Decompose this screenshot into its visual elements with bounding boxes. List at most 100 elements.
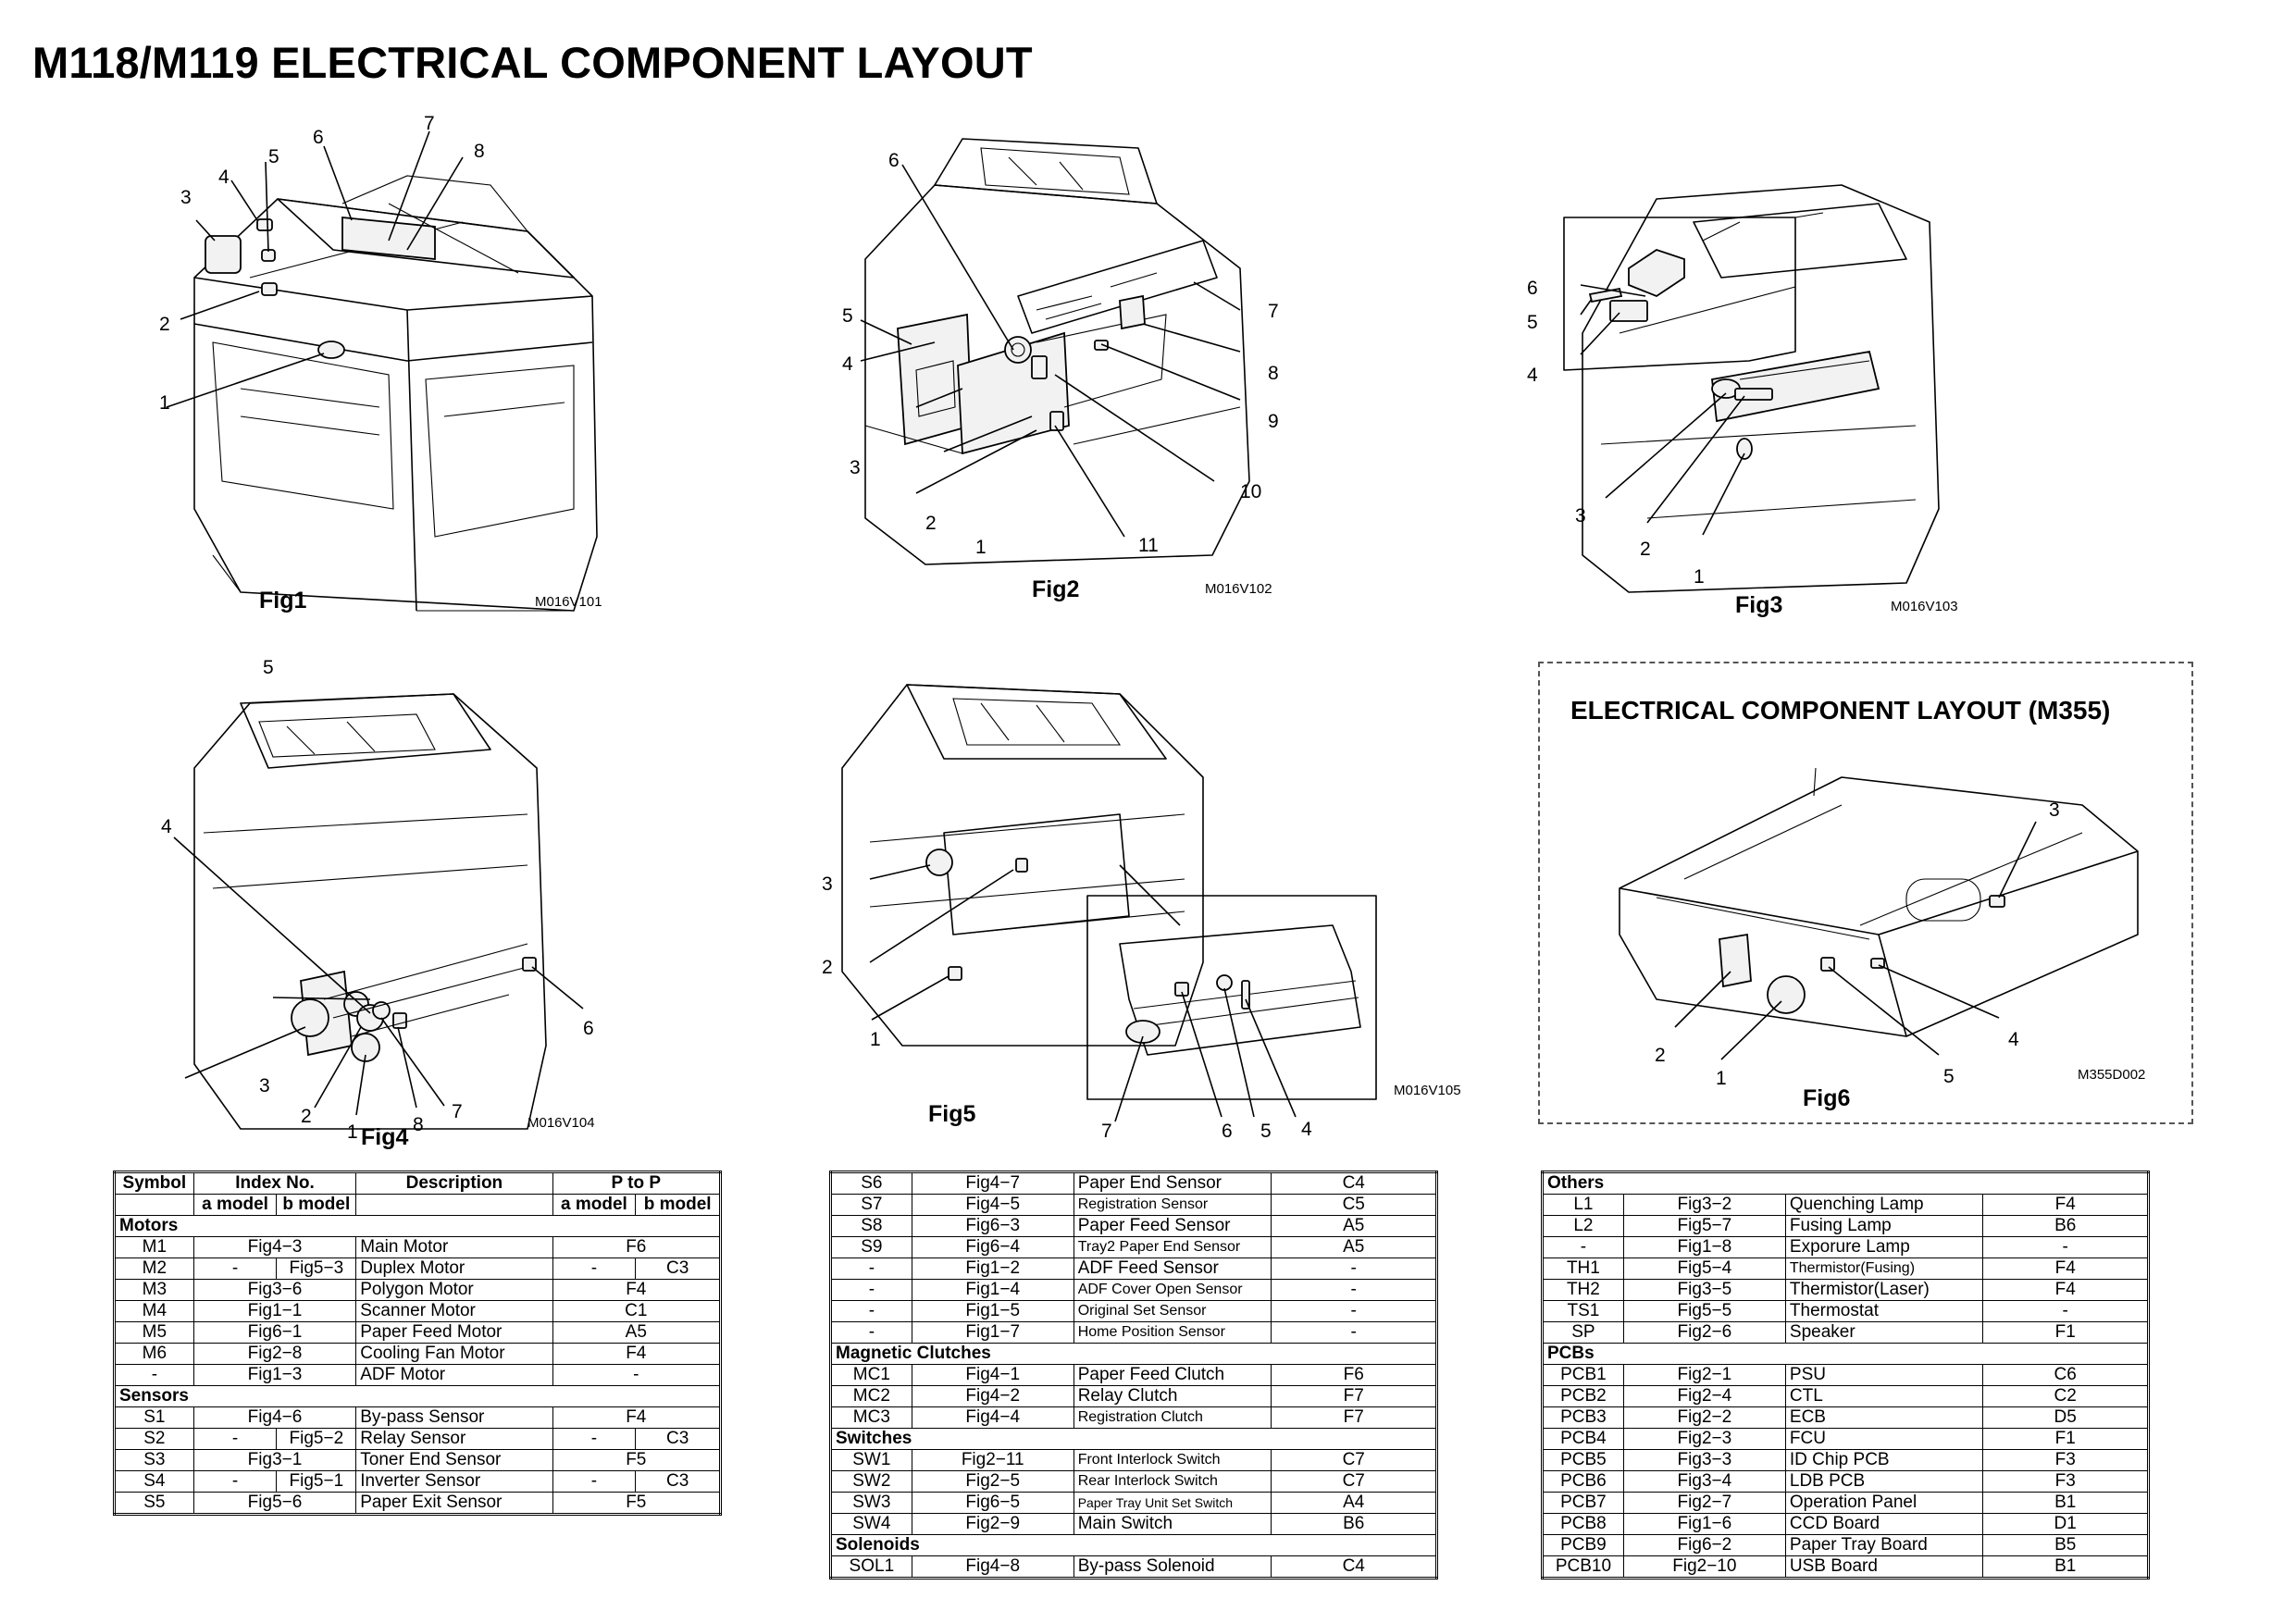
index-cell: Fig2−4 bbox=[1622, 1385, 1786, 1407]
table-section-label: Others bbox=[1542, 1171, 2149, 1195]
symbol-cell: S5 bbox=[114, 1492, 194, 1515]
description-cell: By-pass Solenoid bbox=[1073, 1555, 1272, 1579]
m355-frame bbox=[1538, 662, 2193, 1124]
description-cell: Duplex Motor bbox=[355, 1258, 553, 1280]
fig5-callout: 4 bbox=[1301, 1119, 1312, 1140]
index-cell: Fig6−3 bbox=[911, 1215, 1074, 1237]
ptop-cell: B1 bbox=[1982, 1555, 2149, 1579]
index-cell: Fig2−6 bbox=[1622, 1321, 1786, 1344]
fig4-callout: 5 bbox=[263, 657, 274, 678]
table-section-label: Motors bbox=[114, 1215, 721, 1237]
page-title: M118/M119 ELECTRICAL COMPONENT LAYOUT bbox=[32, 38, 1033, 87]
ptop-cell: F1 bbox=[1982, 1428, 2149, 1450]
ptop-a-cell: - bbox=[552, 1470, 637, 1493]
ptop-cell: C7 bbox=[1271, 1470, 1437, 1493]
fig2-callout: 9 bbox=[1268, 411, 1279, 432]
ptop-a-cell: - bbox=[552, 1428, 637, 1450]
fig3-callout: 6 bbox=[1527, 278, 1538, 299]
table-section-row: Sensors bbox=[114, 1385, 721, 1407]
ptop-cell: A4 bbox=[1271, 1492, 1437, 1514]
fig1-code: M016V101 bbox=[535, 594, 602, 610]
index-b-cell: Fig5−1 bbox=[276, 1470, 357, 1493]
ptop-cell: B6 bbox=[1271, 1513, 1437, 1535]
index-cell: Fig2−7 bbox=[1622, 1492, 1786, 1514]
table-section-row: Solenoids bbox=[830, 1534, 1437, 1556]
symbol-cell: - bbox=[830, 1258, 912, 1280]
table-section-row: Motors bbox=[114, 1215, 721, 1237]
description-cell: Paper Tray Unit Set Switch bbox=[1073, 1492, 1272, 1514]
index-cell: Fig3−5 bbox=[1622, 1279, 1786, 1301]
table-section-row: Switches bbox=[830, 1428, 1437, 1450]
table-section-label: Solenoids bbox=[830, 1534, 1437, 1556]
fig2-callout: 10 bbox=[1240, 481, 1261, 502]
index-cell: Fig4−4 bbox=[911, 1406, 1074, 1429]
fig1-label: Fig1 bbox=[259, 588, 307, 613]
fig2-callout: 6 bbox=[888, 150, 900, 171]
ptop-cell: C6 bbox=[1982, 1364, 2149, 1386]
ptop-cell: F7 bbox=[1271, 1385, 1437, 1407]
index-cell: Fig1−2 bbox=[911, 1258, 1074, 1280]
fig3-callout: 5 bbox=[1527, 312, 1538, 333]
ptop-a-cell: - bbox=[552, 1258, 637, 1280]
index-cell: Fig1−5 bbox=[911, 1300, 1074, 1322]
symbol-cell: PCB6 bbox=[1542, 1470, 1624, 1493]
ptop-cell: - bbox=[1271, 1300, 1437, 1322]
ptop-cell: F4 bbox=[552, 1279, 722, 1301]
description-cell: Thermistor(Laser) bbox=[1784, 1279, 1984, 1301]
ptop-cell: - bbox=[1982, 1236, 2149, 1258]
symbol-cell: M6 bbox=[114, 1343, 194, 1365]
fig4-callout: 2 bbox=[301, 1106, 312, 1127]
fig2-callout: 5 bbox=[842, 305, 853, 327]
index-cell: Fig4−2 bbox=[911, 1385, 1074, 1407]
ptop-cell: - bbox=[1982, 1300, 2149, 1322]
fig6-callout: 2 bbox=[1655, 1045, 1666, 1066]
symbol-cell: PCB4 bbox=[1542, 1428, 1624, 1450]
fig3-callout: 4 bbox=[1527, 365, 1538, 386]
index-cell: Fig2−1 bbox=[1622, 1364, 1786, 1386]
index-cell: Fig4−3 bbox=[192, 1236, 357, 1258]
ptop-cell: C7 bbox=[1271, 1449, 1437, 1471]
ptop-cell: B5 bbox=[1982, 1534, 2149, 1556]
ptop-cell: C4 bbox=[1271, 1171, 1437, 1195]
index-cell: Fig5−7 bbox=[1622, 1215, 1786, 1237]
component-table-1: Symbol Index No. Description P to P a mo… bbox=[113, 1171, 722, 1516]
fig1-callout: 3 bbox=[180, 187, 192, 208]
symbol-cell: PCB8 bbox=[1542, 1513, 1624, 1535]
description-cell: Relay Clutch bbox=[1073, 1385, 1272, 1407]
symbol-cell: S3 bbox=[114, 1449, 194, 1471]
fig3-drawing: 1 2 3 4 5 6 bbox=[1527, 184, 1940, 593]
fig3-label: Fig3 bbox=[1735, 592, 1783, 618]
ptop-cell: - bbox=[1271, 1321, 1437, 1344]
fig6-label: Fig6 bbox=[1803, 1085, 1851, 1111]
ptop-cell: - bbox=[1271, 1279, 1437, 1301]
description-cell: Speaker bbox=[1784, 1321, 1984, 1344]
fig5-callout: 5 bbox=[1260, 1121, 1272, 1142]
fig2-callout: 7 bbox=[1268, 301, 1279, 322]
symbol-cell: PCB9 bbox=[1542, 1534, 1624, 1556]
symbol-cell: TH2 bbox=[1542, 1279, 1624, 1301]
symbol-cell: S4 bbox=[114, 1470, 194, 1493]
index-cell: Fig1−3 bbox=[192, 1364, 357, 1386]
symbol-cell: SOL1 bbox=[830, 1555, 912, 1579]
adf-motor-shape bbox=[205, 235, 242, 274]
fig3-callout: 1 bbox=[1694, 566, 1705, 588]
header-ptop: P to P bbox=[552, 1171, 722, 1195]
fig5-callout: 7 bbox=[1101, 1121, 1112, 1142]
index-cell: Fig4−5 bbox=[911, 1194, 1074, 1216]
description-cell: Inverter Sensor bbox=[355, 1470, 553, 1493]
